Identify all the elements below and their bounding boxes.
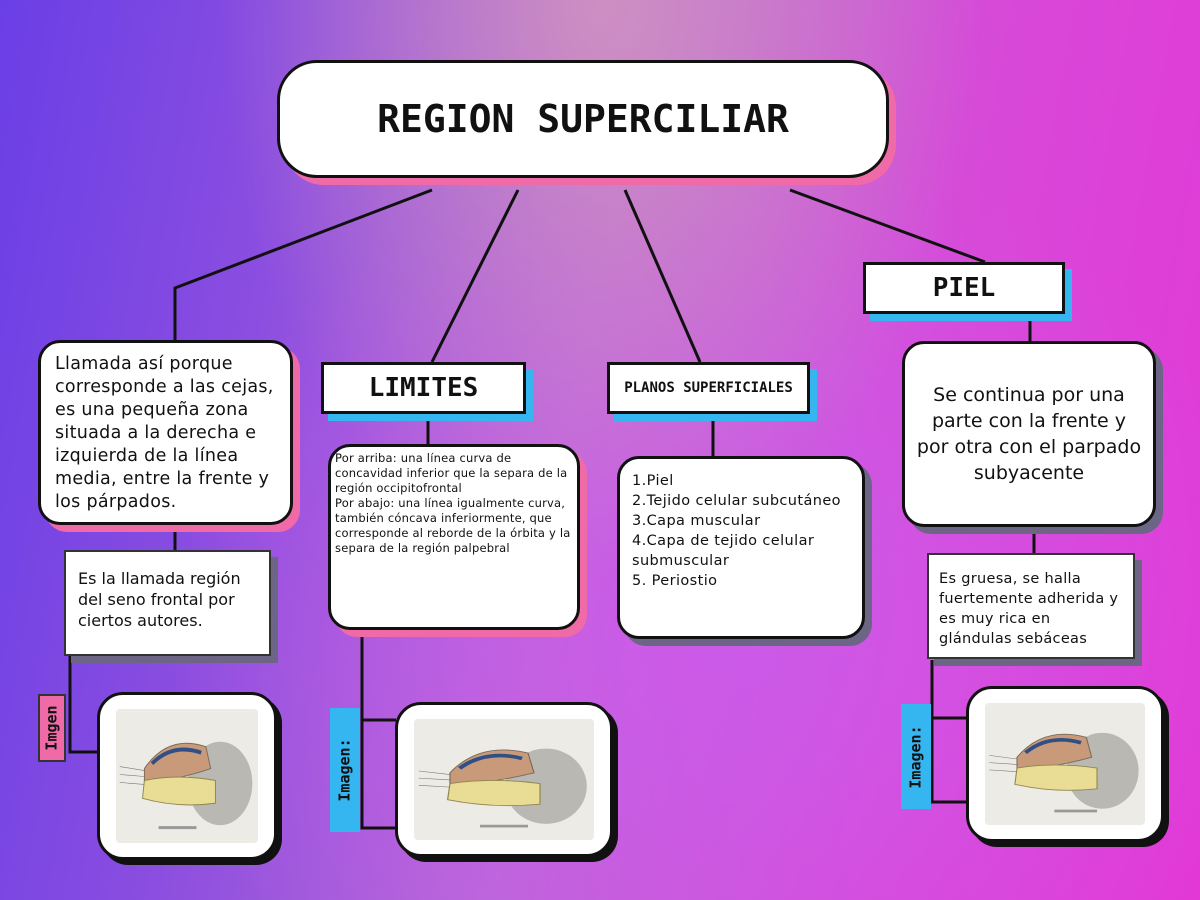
left-image-card (97, 692, 277, 860)
limites-label-box: LIMITES (321, 362, 526, 414)
limites-image-card (395, 702, 613, 857)
limites-text: Por arriba: una línea curva de concavida… (335, 451, 571, 555)
connector-limites-image-2 (360, 720, 396, 830)
connector-left-image (68, 655, 98, 754)
planos-list: 1.Piel 2.Tejido celular subcutáneo 3.Cap… (632, 471, 852, 591)
left-image-label: Imgen (38, 694, 66, 762)
connector-title-limites (430, 189, 520, 363)
piel-description-text: Se continua por una parte con la frente … (916, 384, 1142, 484)
connector-limites-image (360, 632, 396, 722)
limites-image-label: Imagen: (330, 708, 360, 832)
limites-text-box: Por arriba: una línea curva de concavida… (328, 444, 580, 630)
connector-title-planos (623, 189, 702, 363)
left-note-text: Es la llamada región del seno frontal po… (78, 569, 241, 630)
limites-label: LIMITES (368, 373, 479, 403)
page-title: REGION SUPERCILIAR (377, 97, 789, 141)
list-item: 1.Piel (632, 473, 674, 489)
list-item: 4.Capa de tejido celular submuscular (632, 533, 815, 569)
list-item: 3.Capa muscular (632, 513, 761, 529)
piel-description-box: Se continua por una parte con la frente … (902, 341, 1156, 527)
piel-note-text: Es gruesa, se halla fuertemente adherida… (939, 571, 1119, 647)
anatomy-illustration-icon (414, 719, 594, 840)
title-box: REGION SUPERCILIAR (277, 60, 889, 178)
planos-label-box: PLANOS SUPERFICIALES (607, 362, 810, 414)
planos-label: PLANOS SUPERFICIALES (624, 379, 793, 396)
connector-title-left (173, 188, 433, 345)
left-note-box: Es la llamada región del seno frontal po… (64, 550, 271, 656)
piel-image-card (966, 686, 1164, 842)
anatomy-illustration-icon (985, 703, 1145, 825)
list-item: 2.Tejido celular subcutáneo (632, 493, 841, 509)
piel-label: PIEL (932, 273, 996, 303)
list-item: 5. Periostio (632, 573, 718, 589)
connector-piel-image (930, 660, 968, 720)
connector-piel-image-2 (930, 718, 968, 804)
left-description-text: Llamada así porque corresponde a las cej… (55, 354, 274, 512)
planos-list-box: 1.Piel 2.Tejido celular subcutáneo 3.Cap… (617, 456, 865, 639)
connector-title-piel (789, 188, 986, 264)
piel-note-box: Es gruesa, se halla fuertemente adherida… (927, 553, 1135, 659)
piel-label-box: PIEL (863, 262, 1065, 314)
left-description-box: Llamada así porque corresponde a las cej… (38, 340, 293, 525)
anatomy-illustration-icon (116, 709, 258, 843)
piel-image-label: Imagen: (901, 704, 931, 809)
